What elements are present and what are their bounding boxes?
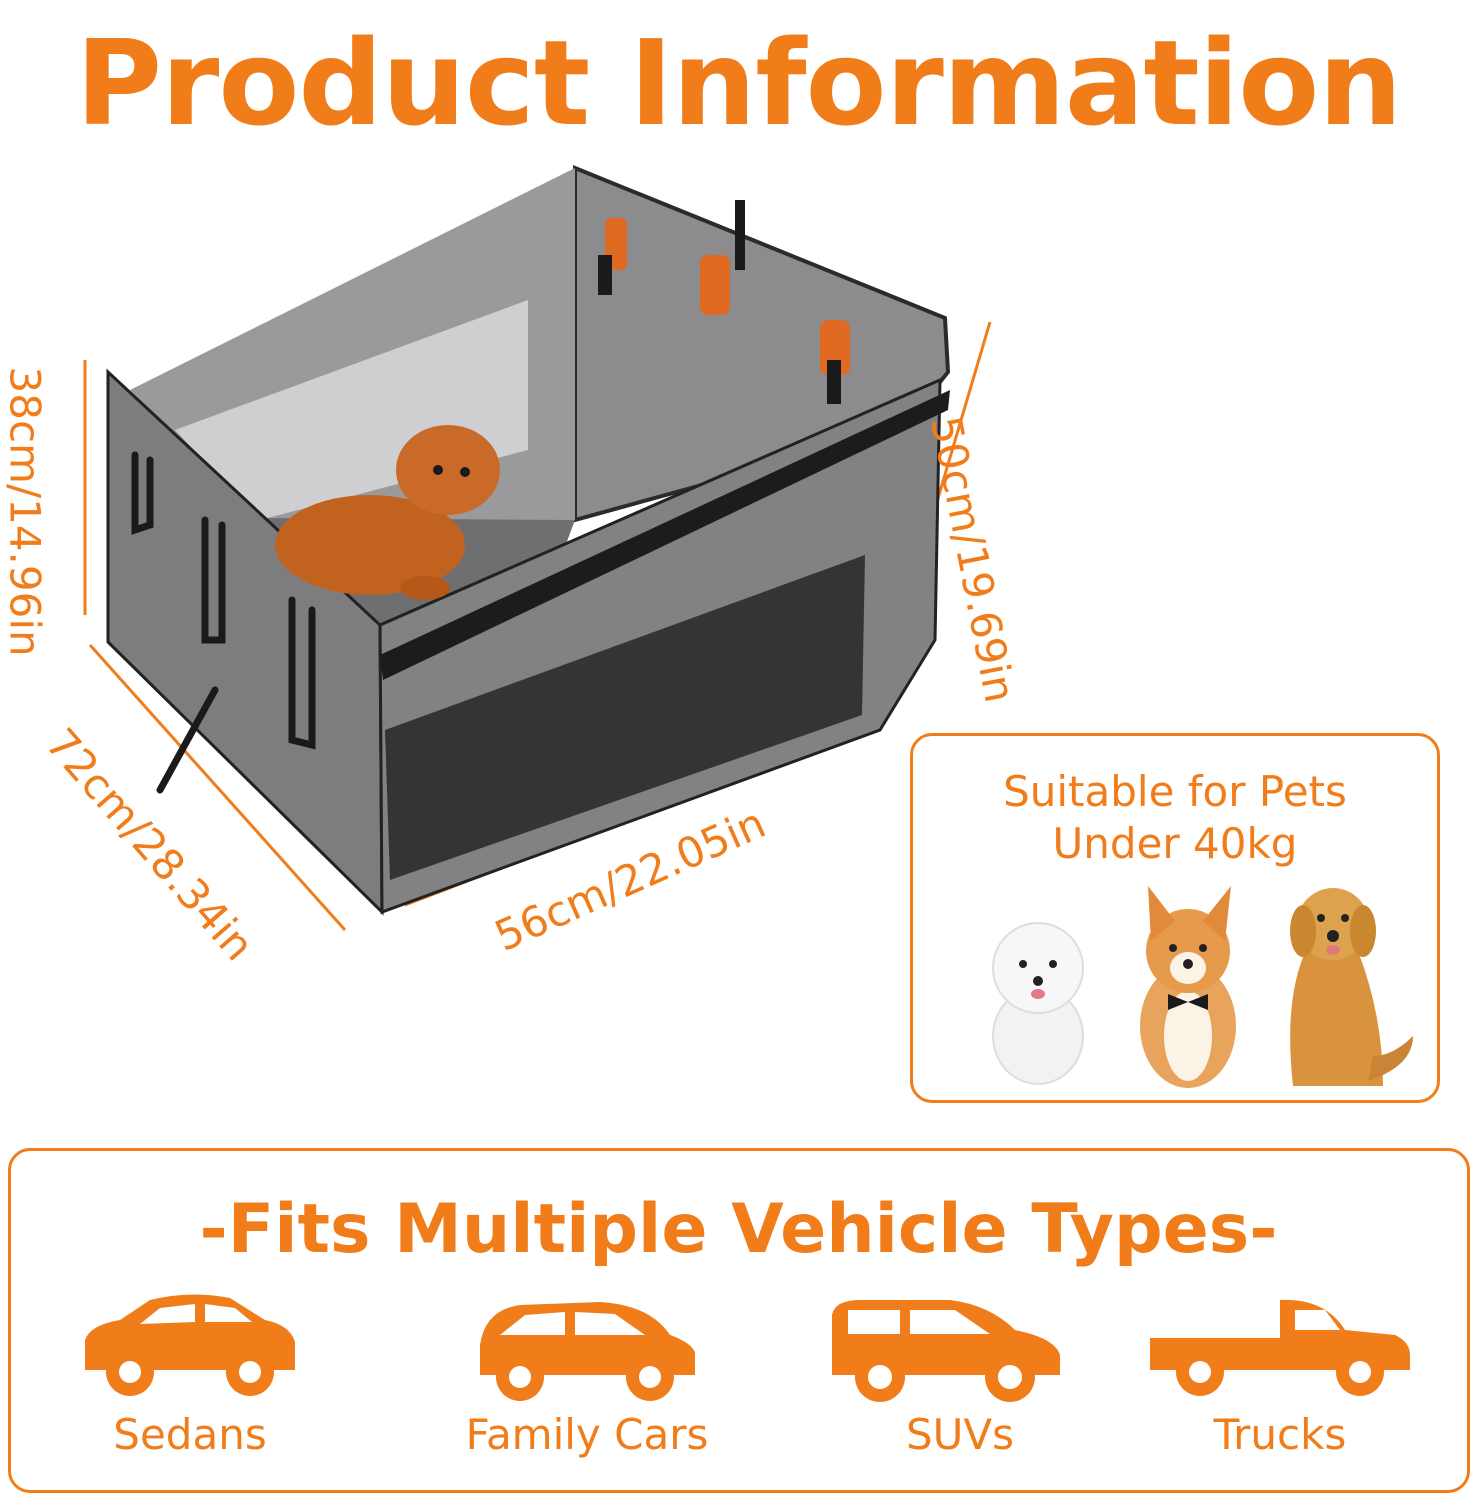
family-car-icon <box>480 1302 695 1401</box>
vehicle-types-box <box>8 1148 1470 1493</box>
pet-suitability-line2: Under 40kg <box>1052 819 1298 868</box>
vehicle-label-family-cars: Family Cars <box>465 1410 709 1459</box>
suv-icon <box>832 1300 1060 1402</box>
dog-sizes-image <box>992 886 1413 1088</box>
sedan-icon <box>85 1294 295 1396</box>
height-dimension: 38cm/14.96in <box>0 366 50 657</box>
golden-retriever-icon <box>1290 888 1413 1086</box>
vehicle-label-suvs: SUVs <box>905 1410 1014 1459</box>
truck-icon <box>1150 1299 1410 1396</box>
vehicle-types-title: -Fits Multiple Vehicle Types- <box>199 1190 1278 1269</box>
page-title: Product Information <box>75 14 1403 152</box>
vehicle-label-trucks: Trucks <box>1213 1410 1347 1459</box>
vehicle-icons <box>85 1294 1410 1402</box>
pet-suitability-line1: Suitable for Pets <box>1003 767 1347 816</box>
corgi-icon <box>1140 886 1236 1088</box>
poodle-in-seat <box>275 425 500 600</box>
bichon-icon <box>992 922 1084 1085</box>
pet-suitability-box: Suitable for Pets Under 40kg <box>910 733 1440 1103</box>
vehicle-label-sedans: Sedans <box>113 1410 267 1459</box>
